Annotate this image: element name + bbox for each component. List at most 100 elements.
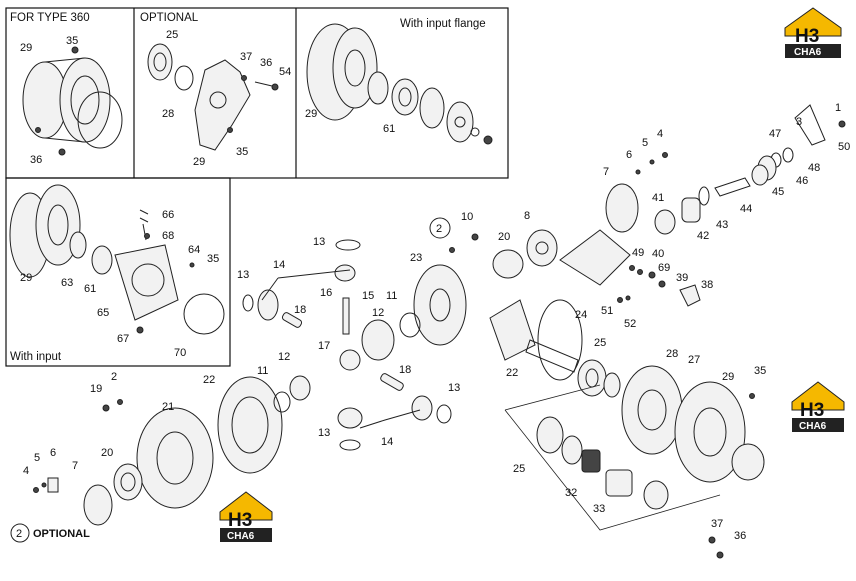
label-25: 25 <box>594 337 606 349</box>
label-12: 12 <box>372 307 384 319</box>
label-42: 42 <box>697 230 709 242</box>
label-16: 16 <box>320 287 332 299</box>
inset-title-with-input: With input <box>10 351 62 363</box>
label-25: 25 <box>166 29 178 41</box>
label-23: 23 <box>410 252 422 264</box>
label-14: 14 <box>381 436 393 448</box>
with-input-assembly <box>9 184 225 335</box>
label-61: 61 <box>383 123 395 135</box>
label-52: 52 <box>624 318 636 330</box>
label-3: 3 <box>796 116 802 128</box>
inset-title-input-flange: With input flange <box>400 18 486 30</box>
inset-boxes <box>5 7 509 367</box>
label-63: 63 <box>61 277 73 289</box>
label-38: 38 <box>701 279 713 291</box>
label-67: 67 <box>117 333 129 345</box>
label-11: 11 <box>257 365 268 377</box>
label-1: 1 <box>835 102 841 114</box>
label-44: 44 <box>740 203 752 215</box>
label-13: 13 <box>313 236 325 248</box>
label-2: 2 <box>436 223 442 235</box>
part-labels: 29 35 36 25 28 29 37 36 54 35 29 61 66 6… <box>20 29 850 542</box>
logo-bottom: H3 CHA6 <box>219 491 273 542</box>
lower-right-bracket <box>504 384 721 531</box>
label-13: 13 <box>318 427 330 439</box>
label-11: 11 <box>386 290 397 302</box>
label-27: 27 <box>688 354 700 366</box>
label-35: 35 <box>754 365 766 377</box>
label-66: 66 <box>162 209 174 221</box>
label-21: 21 <box>162 401 174 413</box>
label-61: 61 <box>84 283 96 295</box>
optional-bearing-knuckle <box>147 43 279 151</box>
label-35: 35 <box>207 253 219 265</box>
logo-right: H3 CHA6 <box>791 381 845 432</box>
label-69: 69 <box>658 262 670 274</box>
label-41: 41 <box>652 192 664 204</box>
label-49: 49 <box>632 247 644 259</box>
hub-type360 <box>22 46 123 156</box>
label-22: 22 <box>506 367 518 379</box>
label-39: 39 <box>676 272 688 284</box>
label-29: 29 <box>20 42 32 54</box>
label-5: 5 <box>34 452 40 464</box>
callout-circle-2 <box>429 217 451 239</box>
label-29: 29 <box>20 272 32 284</box>
differential-center-parts <box>242 233 524 451</box>
label-70: 70 <box>174 347 186 359</box>
input-flange-assembly <box>306 23 493 145</box>
label-36: 36 <box>30 154 42 166</box>
inset-title-optional: OPTIONAL <box>140 12 199 24</box>
footnote-circle <box>10 523 30 543</box>
logo-name: CHA6 <box>794 47 822 58</box>
label-8: 8 <box>524 210 530 222</box>
label-29: 29 <box>722 371 734 383</box>
label-10: 10 <box>461 211 473 223</box>
label-13: 13 <box>448 382 460 394</box>
label-4: 4 <box>657 128 663 140</box>
label-33: 33 <box>593 503 605 515</box>
logo-mark: H3 <box>795 26 819 47</box>
label-22: 22 <box>203 374 215 386</box>
label-17: 17 <box>318 340 330 352</box>
label-18: 18 <box>399 364 411 376</box>
label-25: 25 <box>513 463 525 475</box>
label-46: 46 <box>796 175 808 187</box>
logo-mark: H3 <box>228 510 252 531</box>
label-36: 36 <box>260 57 272 69</box>
logo-name: CHA6 <box>227 531 255 542</box>
label-35: 35 <box>66 35 78 47</box>
label-28: 28 <box>162 108 174 120</box>
label-64: 64 <box>188 244 200 256</box>
label-40: 40 <box>652 248 664 260</box>
label-18: 18 <box>294 304 306 316</box>
inset-top-frame <box>5 7 509 179</box>
logo-name: CHA6 <box>799 421 827 432</box>
label-4: 4 <box>23 465 29 477</box>
label-14: 14 <box>273 259 285 271</box>
label-19: 19 <box>90 383 102 395</box>
label-29: 29 <box>305 108 317 120</box>
label-35: 35 <box>236 146 248 158</box>
footnote-number: 2 <box>16 528 22 540</box>
label-29: 29 <box>193 156 205 168</box>
label-7: 7 <box>72 460 78 472</box>
label-68: 68 <box>162 230 174 242</box>
label-47: 47 <box>769 128 781 140</box>
label-32: 32 <box>565 487 577 499</box>
inset-title-type360: FOR TYPE 360 <box>10 12 90 24</box>
label-51: 51 <box>601 305 613 317</box>
label-48: 48 <box>808 162 820 174</box>
label-65: 65 <box>97 307 109 319</box>
label-28: 28 <box>666 348 678 360</box>
label-20: 20 <box>498 231 510 243</box>
label-45: 45 <box>772 186 784 198</box>
shift-fork-shaft-assembly <box>526 104 846 307</box>
label-6: 6 <box>50 447 56 459</box>
label-13: 13 <box>237 269 249 281</box>
label-54: 54 <box>279 66 291 78</box>
label-12: 12 <box>278 351 290 363</box>
label-24: 24 <box>575 309 587 321</box>
label-5: 5 <box>642 137 648 149</box>
